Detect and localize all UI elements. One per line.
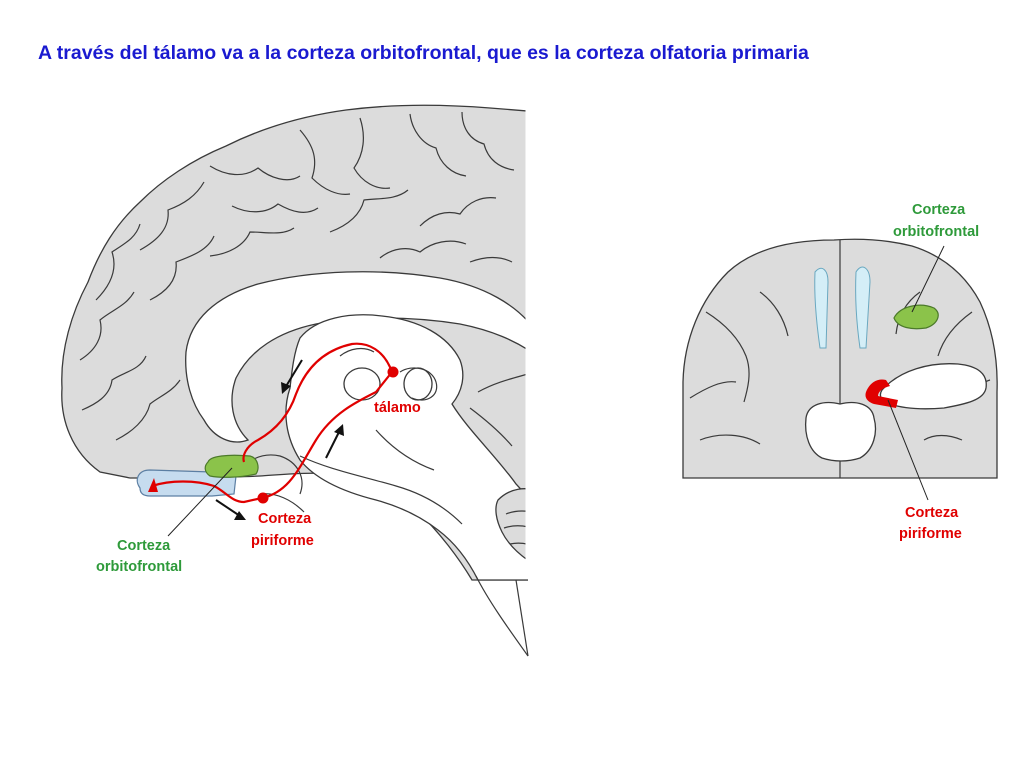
coronal-sulci bbox=[689, 291, 991, 445]
label-piriform-sagittal-1: Corteza bbox=[258, 511, 312, 527]
coronal-brain: Corteza orbitofrontal Corteza piriforme bbox=[682, 202, 998, 542]
thalamus-nucleus bbox=[343, 367, 381, 401]
olfactory-pathway bbox=[148, 342, 399, 504]
piriform-dot bbox=[257, 492, 269, 504]
label-orbitofrontal-coronal-2: orbitofrontal bbox=[893, 224, 979, 240]
label-orbitofrontal-sagittal-1: Corteza bbox=[117, 538, 171, 554]
label-orbitofrontal-sagittal-2: orbitofrontal bbox=[96, 559, 182, 575]
label-thalamus: tálamo bbox=[374, 400, 421, 416]
leader-orbitofrontal-coronal bbox=[911, 245, 945, 313]
coronal-orbitofrontal-patch bbox=[893, 304, 939, 330]
slide-title: A través del tálamo va a la corteza orbi… bbox=[38, 42, 809, 64]
sagittal-gyri bbox=[79, 111, 515, 441]
sagittal-brain: tálamo Corteza piriforme Corteza orbitof… bbox=[61, 104, 529, 657]
orbitofrontal-patch bbox=[204, 454, 259, 478]
thalamus-dot bbox=[387, 366, 399, 378]
direction-arrows bbox=[215, 359, 344, 520]
label-piriform-coronal-2: piriforme bbox=[899, 526, 962, 542]
left-ventricle bbox=[814, 267, 829, 349]
right-ventricle bbox=[855, 266, 871, 349]
label-piriform-coronal-1: Corteza bbox=[905, 505, 959, 521]
spinal-cord bbox=[475, 575, 529, 657]
cerebellum-fragment bbox=[495, 488, 528, 562]
label-piriform-sagittal-2: piriforme bbox=[251, 533, 314, 549]
leader-orbitofrontal-sagittal bbox=[167, 467, 233, 537]
leader-piriform-coronal bbox=[887, 399, 929, 501]
coronal-piriform-patch bbox=[865, 379, 898, 408]
label-orbitofrontal-coronal-1: Corteza bbox=[912, 202, 966, 218]
corpus-callosum bbox=[185, 271, 528, 443]
brainstem-cut-white bbox=[804, 401, 877, 462]
